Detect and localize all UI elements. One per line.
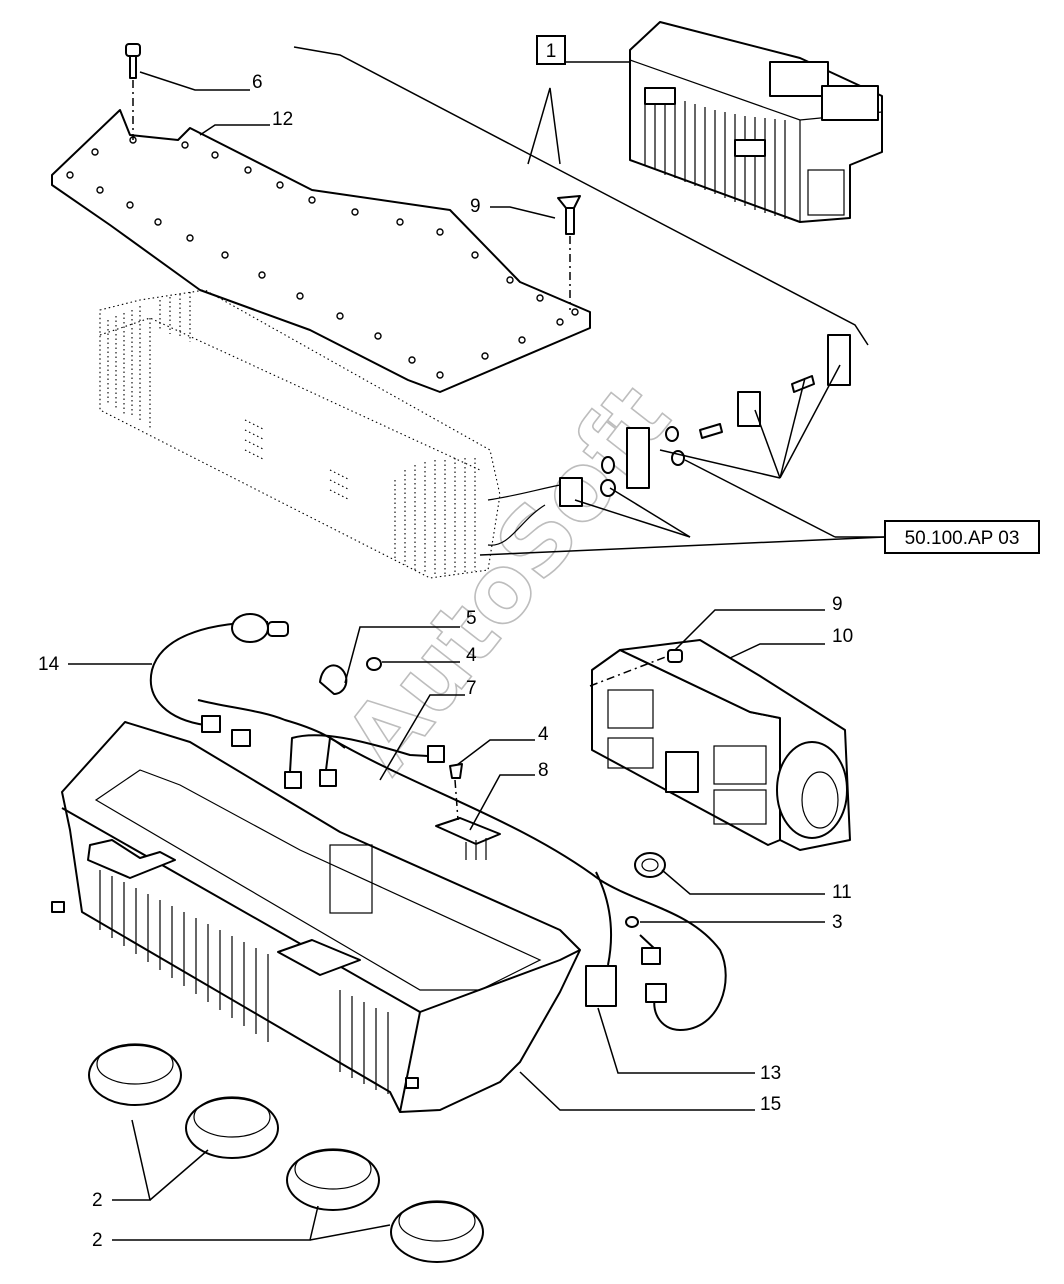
assembly-ref-number: 1 xyxy=(546,41,557,62)
callout-15: 15 xyxy=(760,1094,781,1115)
callout-3: 3 xyxy=(832,912,843,933)
heat-exchanger xyxy=(99,289,561,579)
clamp-11 xyxy=(634,852,666,878)
blower-unit xyxy=(589,639,851,851)
callout-2-upper: 2 xyxy=(92,1190,103,1211)
callout-14: 14 xyxy=(38,654,60,675)
switch-13 xyxy=(585,965,617,1007)
screw-6 xyxy=(125,43,141,140)
callout-10: 10 xyxy=(832,626,853,647)
wiring-harness xyxy=(149,613,727,1031)
callout-9-upper: 9 xyxy=(470,196,481,217)
callout-6: 6 xyxy=(252,72,263,93)
relay-block xyxy=(435,763,501,860)
callout-4-upper: 4 xyxy=(466,645,477,666)
callout-4-lower: 4 xyxy=(538,724,549,745)
screw-9-upper xyxy=(557,195,581,310)
callout-2-lower: 2 xyxy=(92,1230,103,1251)
assembly-ref-box: 1 xyxy=(527,35,630,165)
assembly-unit-top xyxy=(629,21,883,223)
housing xyxy=(51,721,581,1113)
callout-11: 11 xyxy=(832,882,852,903)
section-ref-text: 50.100.AP 03 xyxy=(905,528,1020,549)
callout-13: 13 xyxy=(760,1063,781,1084)
reference-line xyxy=(293,46,869,346)
ref-leaders xyxy=(479,364,886,556)
callout-9-lower: 9 xyxy=(832,594,843,615)
cover-plate xyxy=(51,109,591,393)
callout-labels: 6 12 9 9 10 5 4 14 7 4 8 11 3 13 15 2 2 xyxy=(38,72,853,1251)
pipe-fittings xyxy=(559,334,851,507)
callout-7: 7 xyxy=(466,678,477,699)
seal-rings xyxy=(88,1043,484,1263)
callout-leaders xyxy=(68,71,825,1241)
clip-5 xyxy=(319,657,382,695)
callout-12: 12 xyxy=(272,109,293,130)
callout-8: 8 xyxy=(538,760,549,781)
section-ref-box: 50.100.AP 03 xyxy=(884,520,1040,554)
callout-5: 5 xyxy=(466,608,477,629)
screw-3 xyxy=(625,916,639,928)
